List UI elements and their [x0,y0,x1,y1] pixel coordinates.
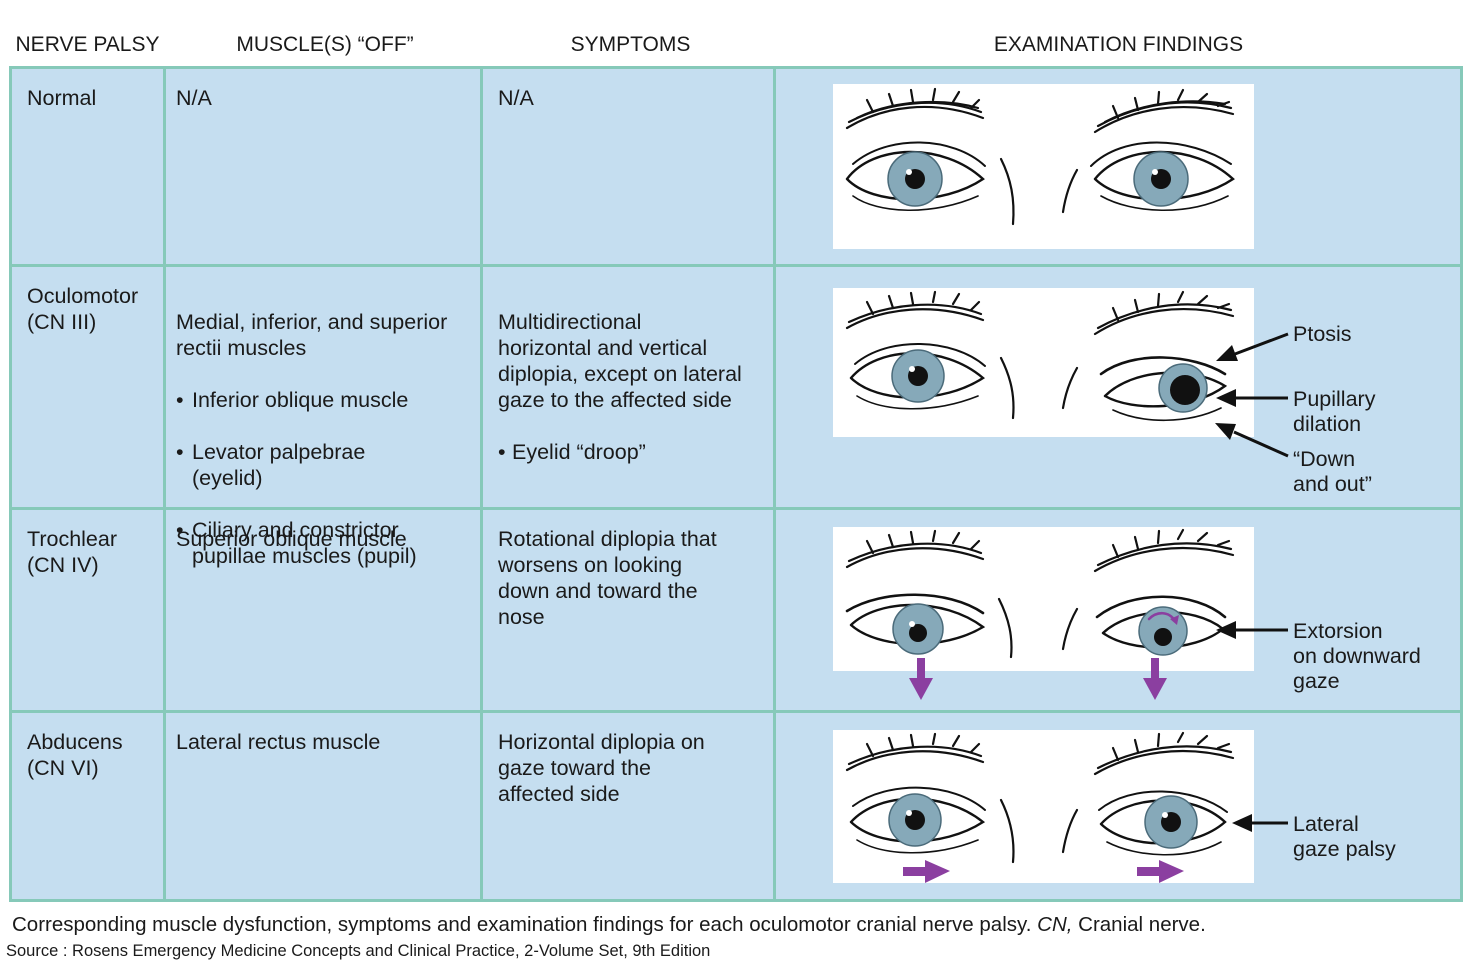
eyebrow-right [1093,731,1235,776]
row-oculomotor-muscle: Medial, inferior, and superior rectii mu… [176,283,476,595]
muscle-bullet: Ciliary and constrictor pupillae muscles… [176,517,476,569]
eye-right [1098,790,1228,856]
nose-lines [999,157,1079,226]
muscle-bullet: Inferior oblique muscle [176,387,476,413]
eye-drawing-trochlear [833,527,1254,671]
row-trochlear-nerve: Trochlear (CN IV) [27,527,118,577]
header-examination-findings: EXAMINATION FINDINGS [993,33,1244,56]
eye-drawing-oculomotor [833,288,1254,437]
caption-main: Corresponding muscle dysfunction, sympto… [12,913,1038,936]
annotation-lateral-gaze-palsy: Lateral gaze palsy [1293,812,1396,861]
eye-left [849,343,986,410]
figure-caption: Corresponding muscle dysfunction, sympto… [12,913,1206,937]
eye-drawing-normal [833,84,1254,249]
row-oculomotor-symptoms: Multidirectional horizontal and vertical… [498,283,773,491]
row-normal-muscle: N/A [176,86,212,110]
nose-lines [997,597,1079,659]
row-divider [12,264,1460,267]
annotation-down-and-out: “Down and out” [1293,447,1372,496]
eyebrow-left [845,87,985,130]
symptom-bullet: Eyelid “droop” [498,439,773,465]
row-abducens-nerve: Abducens (CN VI) [27,730,123,780]
eye-right-extorsion [1095,595,1227,656]
row-trochlear-muscle: Superior oblique muscle [176,527,407,551]
eyebrow-right [1093,88,1235,134]
row-normal-symptoms: N/A [498,86,534,110]
row-divider [12,710,1460,713]
annotation-extorsion: Extorsion on downward gaze [1293,619,1421,693]
nose-lines [999,798,1079,864]
annotation-pupillary-dilation: Pupillary dilation [1293,387,1376,436]
eyebrow-left [845,529,985,569]
row-abducens-symptoms: Horizontal diplopia on gaze toward the a… [498,730,705,806]
eye-left [849,786,986,854]
column-divider [480,69,483,899]
header-symptoms: SYMPTOMS [570,33,691,56]
muscle-intro: Medial, inferior, and superior rectii mu… [176,310,448,360]
eyebrow-left [845,732,985,772]
eyebrow-right [1093,528,1235,573]
annotation-ptosis: Ptosis [1293,322,1352,346]
eye-drawing-abducens [833,730,1254,883]
eye-left [845,141,986,212]
row-divider [12,507,1460,510]
eyebrow-left [845,290,985,330]
header-muscles-off: MUSCLE(S) “OFF” [236,33,414,56]
eye-right-ptosis [1099,356,1228,422]
eye-right [1090,141,1235,212]
column-divider [773,69,776,899]
column-divider [163,69,166,899]
row-abducens-muscle: Lateral rectus muscle [176,730,381,754]
source-citation: Source : Rosens Emergency Medicine Conce… [6,942,711,960]
nose-lines [999,356,1079,420]
caption-cn-abbr: CN, [1037,913,1073,936]
row-normal-nerve: Normal [27,86,97,110]
caption-cn-definition: Cranial nerve. [1072,913,1206,936]
row-trochlear-symptoms: Rotational diplopia that worsens on look… [498,527,717,629]
header-nerve-palsy: NERVE PALSY [15,33,160,56]
symptom-intro: Multidirectional horizontal and vertical… [498,310,742,412]
eye-left [845,593,986,655]
muscle-bullet: Levator palpebrae (eyelid) [176,439,476,491]
row-oculomotor-nerve: Oculomotor (CN III) [27,284,139,334]
eyebrow-right [1093,290,1235,336]
